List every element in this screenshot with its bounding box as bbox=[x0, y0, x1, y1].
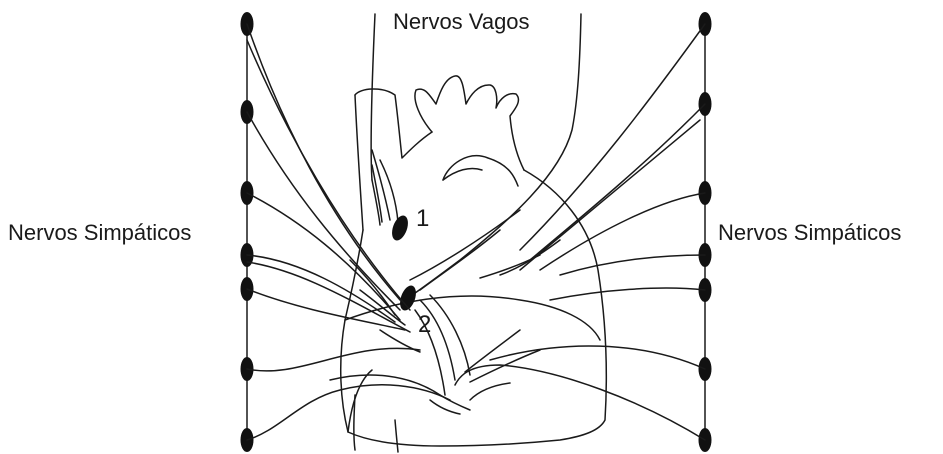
vagus-nerves-label: Nervos Vagos bbox=[393, 11, 530, 33]
right-sympathetic-nerve bbox=[520, 24, 705, 250]
ganglion-1 bbox=[389, 213, 411, 242]
left-sympathetic-nerve bbox=[247, 193, 400, 320]
right-sympathetic-nerve bbox=[470, 383, 510, 400]
vagus-left-branch bbox=[372, 165, 382, 222]
heart-outline bbox=[341, 76, 607, 452]
plexus-fiber bbox=[430, 295, 470, 375]
left-sympathetic-nerve bbox=[247, 112, 400, 310]
plexus-fiber bbox=[440, 395, 470, 410]
right-sympathetic-nerve bbox=[500, 240, 560, 275]
sympathetic-nerves-left-label: Nervos Simpáticos bbox=[8, 222, 191, 244]
vagus-right-trunk bbox=[405, 14, 581, 300]
right-sympathetic-nerve bbox=[560, 255, 705, 275]
ganglion-1-label: 1 bbox=[416, 207, 429, 231]
plexus-fiber bbox=[430, 400, 460, 414]
heart-lower-curve bbox=[348, 370, 372, 432]
superior-vena-cava bbox=[355, 89, 432, 158]
left-sympathetic-nerve bbox=[247, 262, 410, 332]
right-sympathetic-nerve bbox=[520, 120, 700, 270]
pulmonary-artery bbox=[443, 156, 518, 186]
ganglion-2-label: 2 bbox=[418, 313, 431, 337]
right-sympathetic-nerve bbox=[550, 288, 705, 300]
superior-vena-cava-left-wall bbox=[355, 95, 363, 230]
right-sympathetic-nerve bbox=[455, 365, 705, 440]
sympathetic-nerves-right-label: Nervos Simpáticos bbox=[718, 222, 901, 244]
left-sympathetic-chain bbox=[241, 12, 451, 452]
left-sympathetic-nerve bbox=[247, 348, 420, 371]
left-sympathetic-nerve bbox=[247, 40, 410, 310]
right-sympathetic-nerve bbox=[530, 104, 705, 260]
